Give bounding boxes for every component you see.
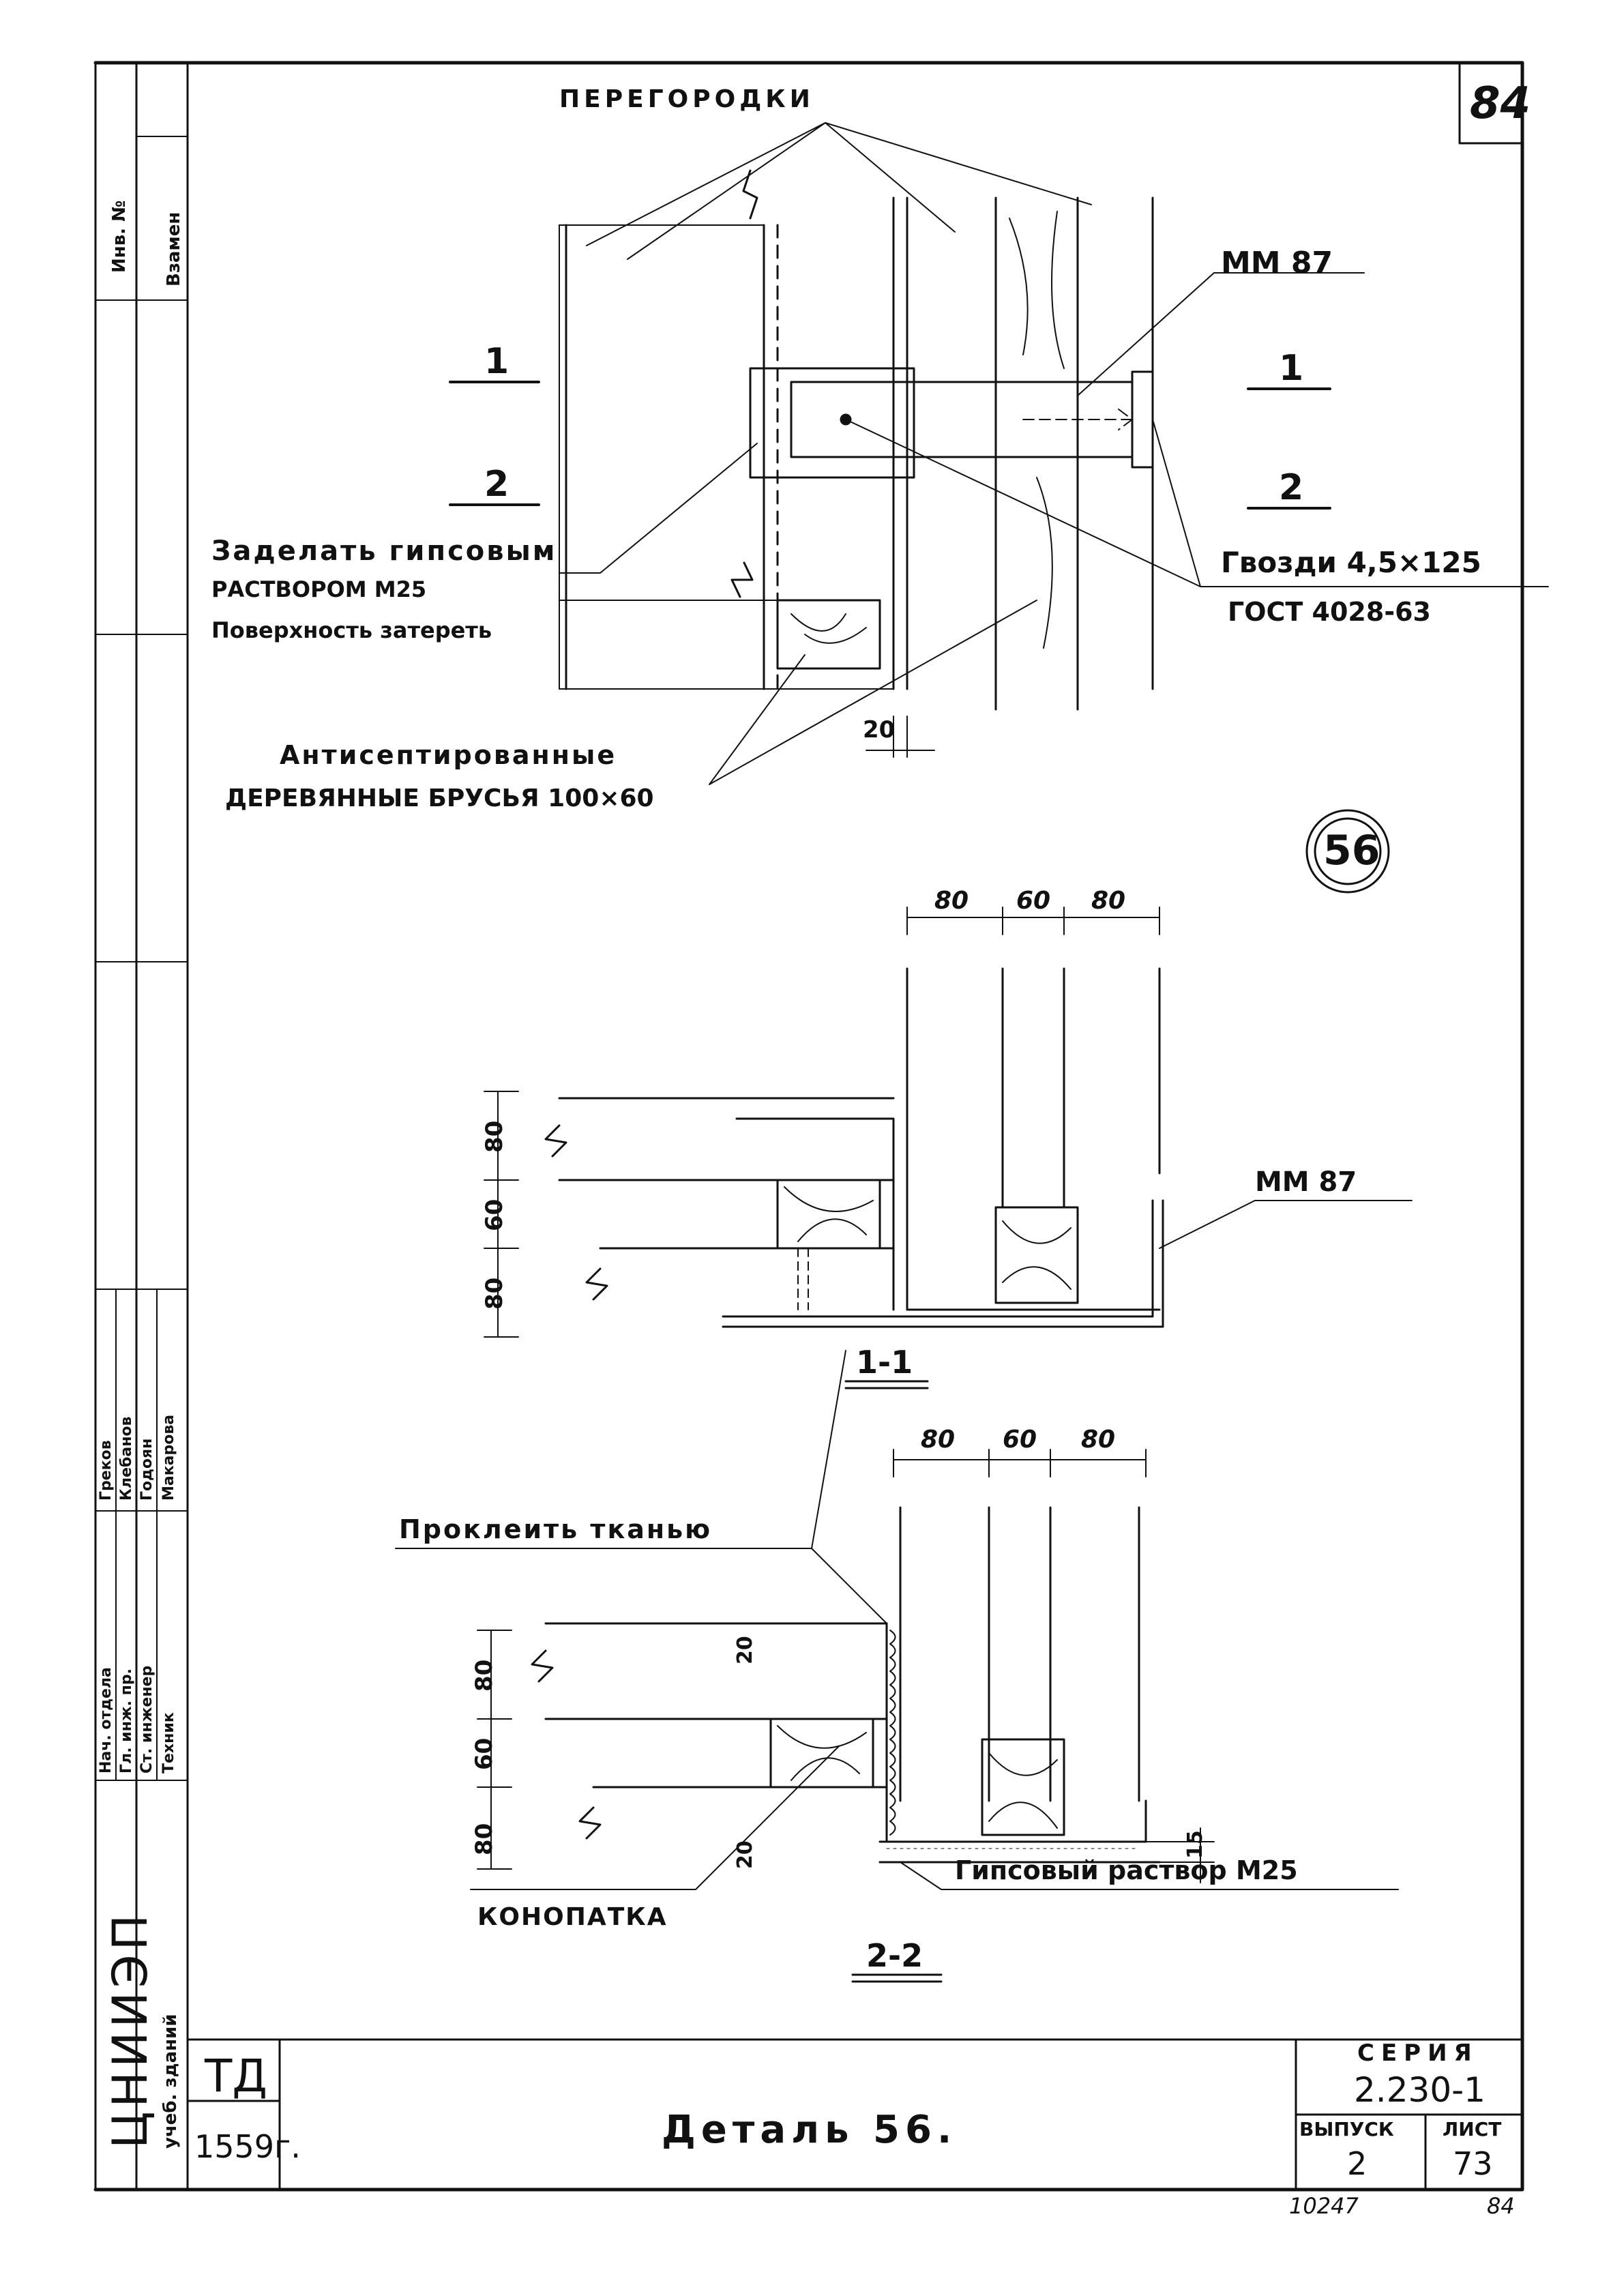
dim-top-gap: 20 bbox=[863, 716, 896, 744]
s11-dim-top-3: 80 bbox=[1091, 887, 1126, 915]
label-gypsum-mortar: Гипсовый раствор М25 bbox=[955, 1855, 1298, 1885]
tb-code-num: 1559г. bbox=[194, 2128, 301, 2165]
label-mm87-top: ММ 87 bbox=[1221, 246, 1333, 280]
leader-mm87-top bbox=[1077, 272, 1365, 396]
binding-strip bbox=[94, 61, 189, 2191]
title-block-frame bbox=[186, 2038, 1524, 2191]
stamp-vzamen: Взамен bbox=[164, 211, 184, 286]
detail-circle-mark bbox=[1305, 809, 1390, 894]
s11-dim-top-2: 60 bbox=[1016, 887, 1051, 915]
archive-number: 10247 bbox=[1289, 2193, 1359, 2219]
org-stamp: ЦНИИЭП bbox=[102, 1910, 158, 2149]
s22-dim-top-2: 60 bbox=[1003, 1426, 1037, 1454]
s22-dim-left-1: 80 bbox=[471, 1659, 498, 1692]
tb-issue-value: 2 bbox=[1347, 2145, 1368, 2182]
leader-gypsum bbox=[559, 443, 758, 574]
section-2-2-lines bbox=[395, 1350, 1399, 1890]
section-1-1-lines bbox=[484, 907, 1413, 1338]
tb-series-value: 2.230-1 bbox=[1354, 2070, 1486, 2110]
detail-number: 56 bbox=[1323, 827, 1380, 874]
s22-dim-top-3: 80 bbox=[1081, 1426, 1116, 1454]
top-detail-lines bbox=[449, 122, 1549, 785]
section-title-2-2: 2-2 bbox=[866, 1937, 923, 1974]
label-partitions: Перегородки bbox=[559, 85, 814, 113]
label-beams-1: Антисептированные bbox=[280, 740, 617, 770]
s22-dim-base: 15 bbox=[1183, 1830, 1207, 1859]
label-nails-1: Гвозди 4,5×125 bbox=[1221, 546, 1481, 579]
stamp-role-4: Техник bbox=[160, 1712, 177, 1773]
s22-dim-left-3: 80 bbox=[471, 1823, 498, 1855]
stamp-name-1: Греков bbox=[98, 1440, 115, 1501]
leader-partitions bbox=[586, 122, 1092, 260]
s22-dim-top-1: 80 bbox=[921, 1426, 956, 1454]
leader-beams bbox=[709, 600, 1037, 785]
label-caulking: Конопатка bbox=[477, 1903, 668, 1931]
tb-sheet-label: Лист bbox=[1443, 2118, 1502, 2140]
sheet-number-box bbox=[1458, 61, 1524, 145]
s22-dim-gap-bottom: 20 bbox=[733, 1840, 757, 1869]
label-nails-2: ГОСТ 4028-63 bbox=[1228, 597, 1431, 627]
label-mm87-mid: ММ 87 bbox=[1255, 1166, 1357, 1198]
org-stamp-sub: учеб. зданий bbox=[160, 2014, 181, 2149]
section-mark-2-right: 2 bbox=[1279, 467, 1304, 508]
s11-dim-left-3: 80 bbox=[481, 1277, 508, 1310]
tb-code-main: ТД bbox=[205, 2050, 267, 2102]
side-stamp-grid bbox=[95, 1289, 188, 1781]
tb-sheet-value: 73 bbox=[1453, 2145, 1493, 2182]
label-beams-2: деревянные брусья 100×60 bbox=[225, 784, 654, 812]
section-mark-1-left: 1 bbox=[484, 341, 509, 382]
stamp-role-3: Ст. инженер bbox=[138, 1665, 156, 1773]
s11-dim-left-1: 80 bbox=[481, 1120, 508, 1153]
leader-nails bbox=[845, 419, 1549, 587]
stamp-role-1: Нач. отдела bbox=[98, 1667, 115, 1773]
sheet-number: 84 bbox=[1470, 78, 1531, 129]
tb-issue-label: Выпуск bbox=[1299, 2118, 1394, 2140]
s11-dim-left-2: 60 bbox=[481, 1198, 508, 1231]
s11-dim-top-1: 80 bbox=[934, 887, 969, 915]
tb-series-label: Серия bbox=[1357, 2040, 1479, 2067]
label-fill-gypsum-3: Поверхность затереть bbox=[211, 617, 492, 643]
label-glue-cloth: Проклеить тканью bbox=[399, 1514, 713, 1544]
stamp-name-2: Клебанов bbox=[118, 1416, 135, 1501]
stamp-role-2: Гл. инж. пр. bbox=[118, 1668, 135, 1773]
s22-dim-left-2: 60 bbox=[471, 1737, 498, 1770]
section-mark-1-right: 1 bbox=[1279, 348, 1304, 389]
section-title-1-1: 1-1 bbox=[856, 1344, 913, 1381]
label-fill-gypsum-1: Заделать гипсовым bbox=[211, 535, 557, 567]
stamp-name-3: Годоян bbox=[138, 1438, 156, 1501]
stamp-inv-no: Инв. № bbox=[109, 200, 130, 273]
s22-dim-gap-top: 20 bbox=[733, 1636, 757, 1664]
stamp-name-4: Макарова bbox=[160, 1414, 177, 1501]
label-fill-gypsum-2: раствором М25 bbox=[211, 576, 427, 602]
section-mark-2-left: 2 bbox=[484, 464, 509, 505]
footer-page-number: 84 bbox=[1487, 2193, 1515, 2219]
tb-title: Деталь 56. bbox=[662, 2108, 958, 2152]
